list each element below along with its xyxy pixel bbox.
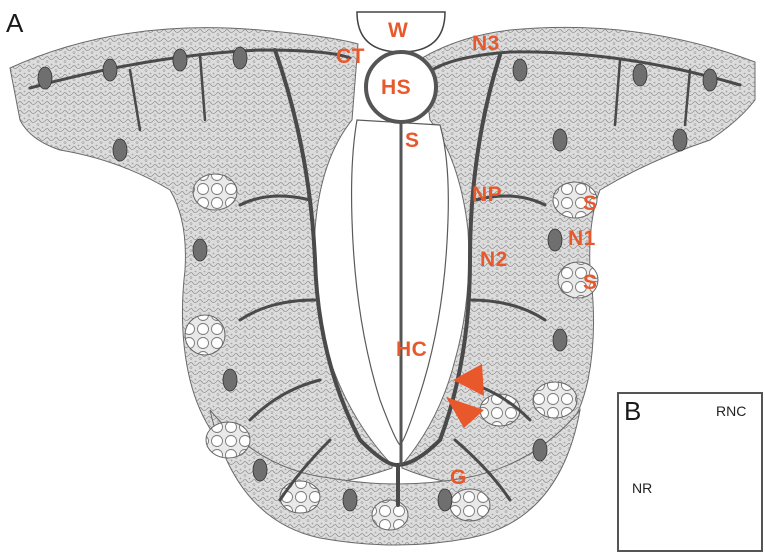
label-n2: N2 xyxy=(480,248,508,272)
label-s-right-upper: S xyxy=(583,192,598,216)
label-n1: N1 xyxy=(568,227,596,251)
label-nr: NR xyxy=(632,480,652,496)
label-w: W xyxy=(388,19,408,43)
label-hc: HC xyxy=(396,338,427,362)
panel-letter-a: A xyxy=(6,8,23,39)
label-ct: CT xyxy=(336,45,365,69)
label-np: NP xyxy=(472,183,502,207)
label-s-top: S xyxy=(405,129,420,153)
label-hs: HS xyxy=(381,76,411,100)
label-n3: N3 xyxy=(472,32,500,56)
panel-letter-b: B xyxy=(624,396,641,427)
label-s-right-lower: S xyxy=(583,271,598,295)
label-g: G xyxy=(450,466,467,490)
label-rnc: RNC xyxy=(716,403,746,419)
